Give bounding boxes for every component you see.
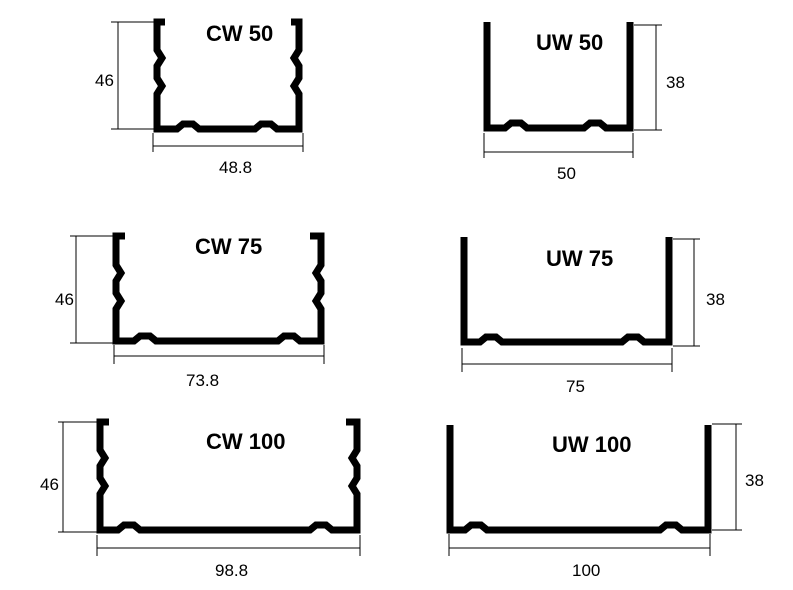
height-dimension-label: 38 xyxy=(706,290,725,309)
width-dimension-label: 48.8 xyxy=(219,158,252,177)
height-dimension-label: 46 xyxy=(55,290,74,309)
width-dimension-label: 100 xyxy=(572,561,600,580)
profile-cw-75: 46 73.8 CW 75 xyxy=(55,232,325,390)
width-dimension-label: 98.8 xyxy=(215,561,248,580)
profile-cw-75-shape xyxy=(112,232,325,345)
profile-title: CW 50 xyxy=(206,21,273,46)
profile-cw-50-shape xyxy=(153,18,303,133)
profile-uw-50: 38 50 UW 50 xyxy=(483,22,685,183)
height-dimension-label: 38 xyxy=(666,73,685,92)
profile-uw-75-shape xyxy=(460,237,673,346)
profile-cw-100: 46 98.8 CW 100 xyxy=(40,418,361,580)
height-dimension-label: 38 xyxy=(745,471,764,490)
profile-title: CW 75 xyxy=(195,234,262,259)
profile-title: UW 75 xyxy=(546,246,613,271)
profile-uw-100-shape xyxy=(446,425,712,534)
height-dimension-label: 46 xyxy=(95,71,114,90)
profile-title: UW 100 xyxy=(552,432,631,457)
profile-title: CW 100 xyxy=(206,429,285,454)
width-dimension-label: 73.8 xyxy=(186,371,219,390)
profile-title: UW 50 xyxy=(536,30,603,55)
profile-cw-50: 46 48.8 CW 50 xyxy=(95,18,304,177)
width-dimension-label: 50 xyxy=(557,164,576,183)
profile-uw-100: 38 100 UW 100 xyxy=(446,423,764,580)
profile-uw-50-shape xyxy=(483,22,634,132)
height-dimension-label: 46 xyxy=(40,475,59,494)
profile-cw-100-shape xyxy=(96,418,361,534)
width-dimension-label: 75 xyxy=(566,377,585,396)
profile-uw-75: 38 75 UW 75 xyxy=(460,237,725,396)
